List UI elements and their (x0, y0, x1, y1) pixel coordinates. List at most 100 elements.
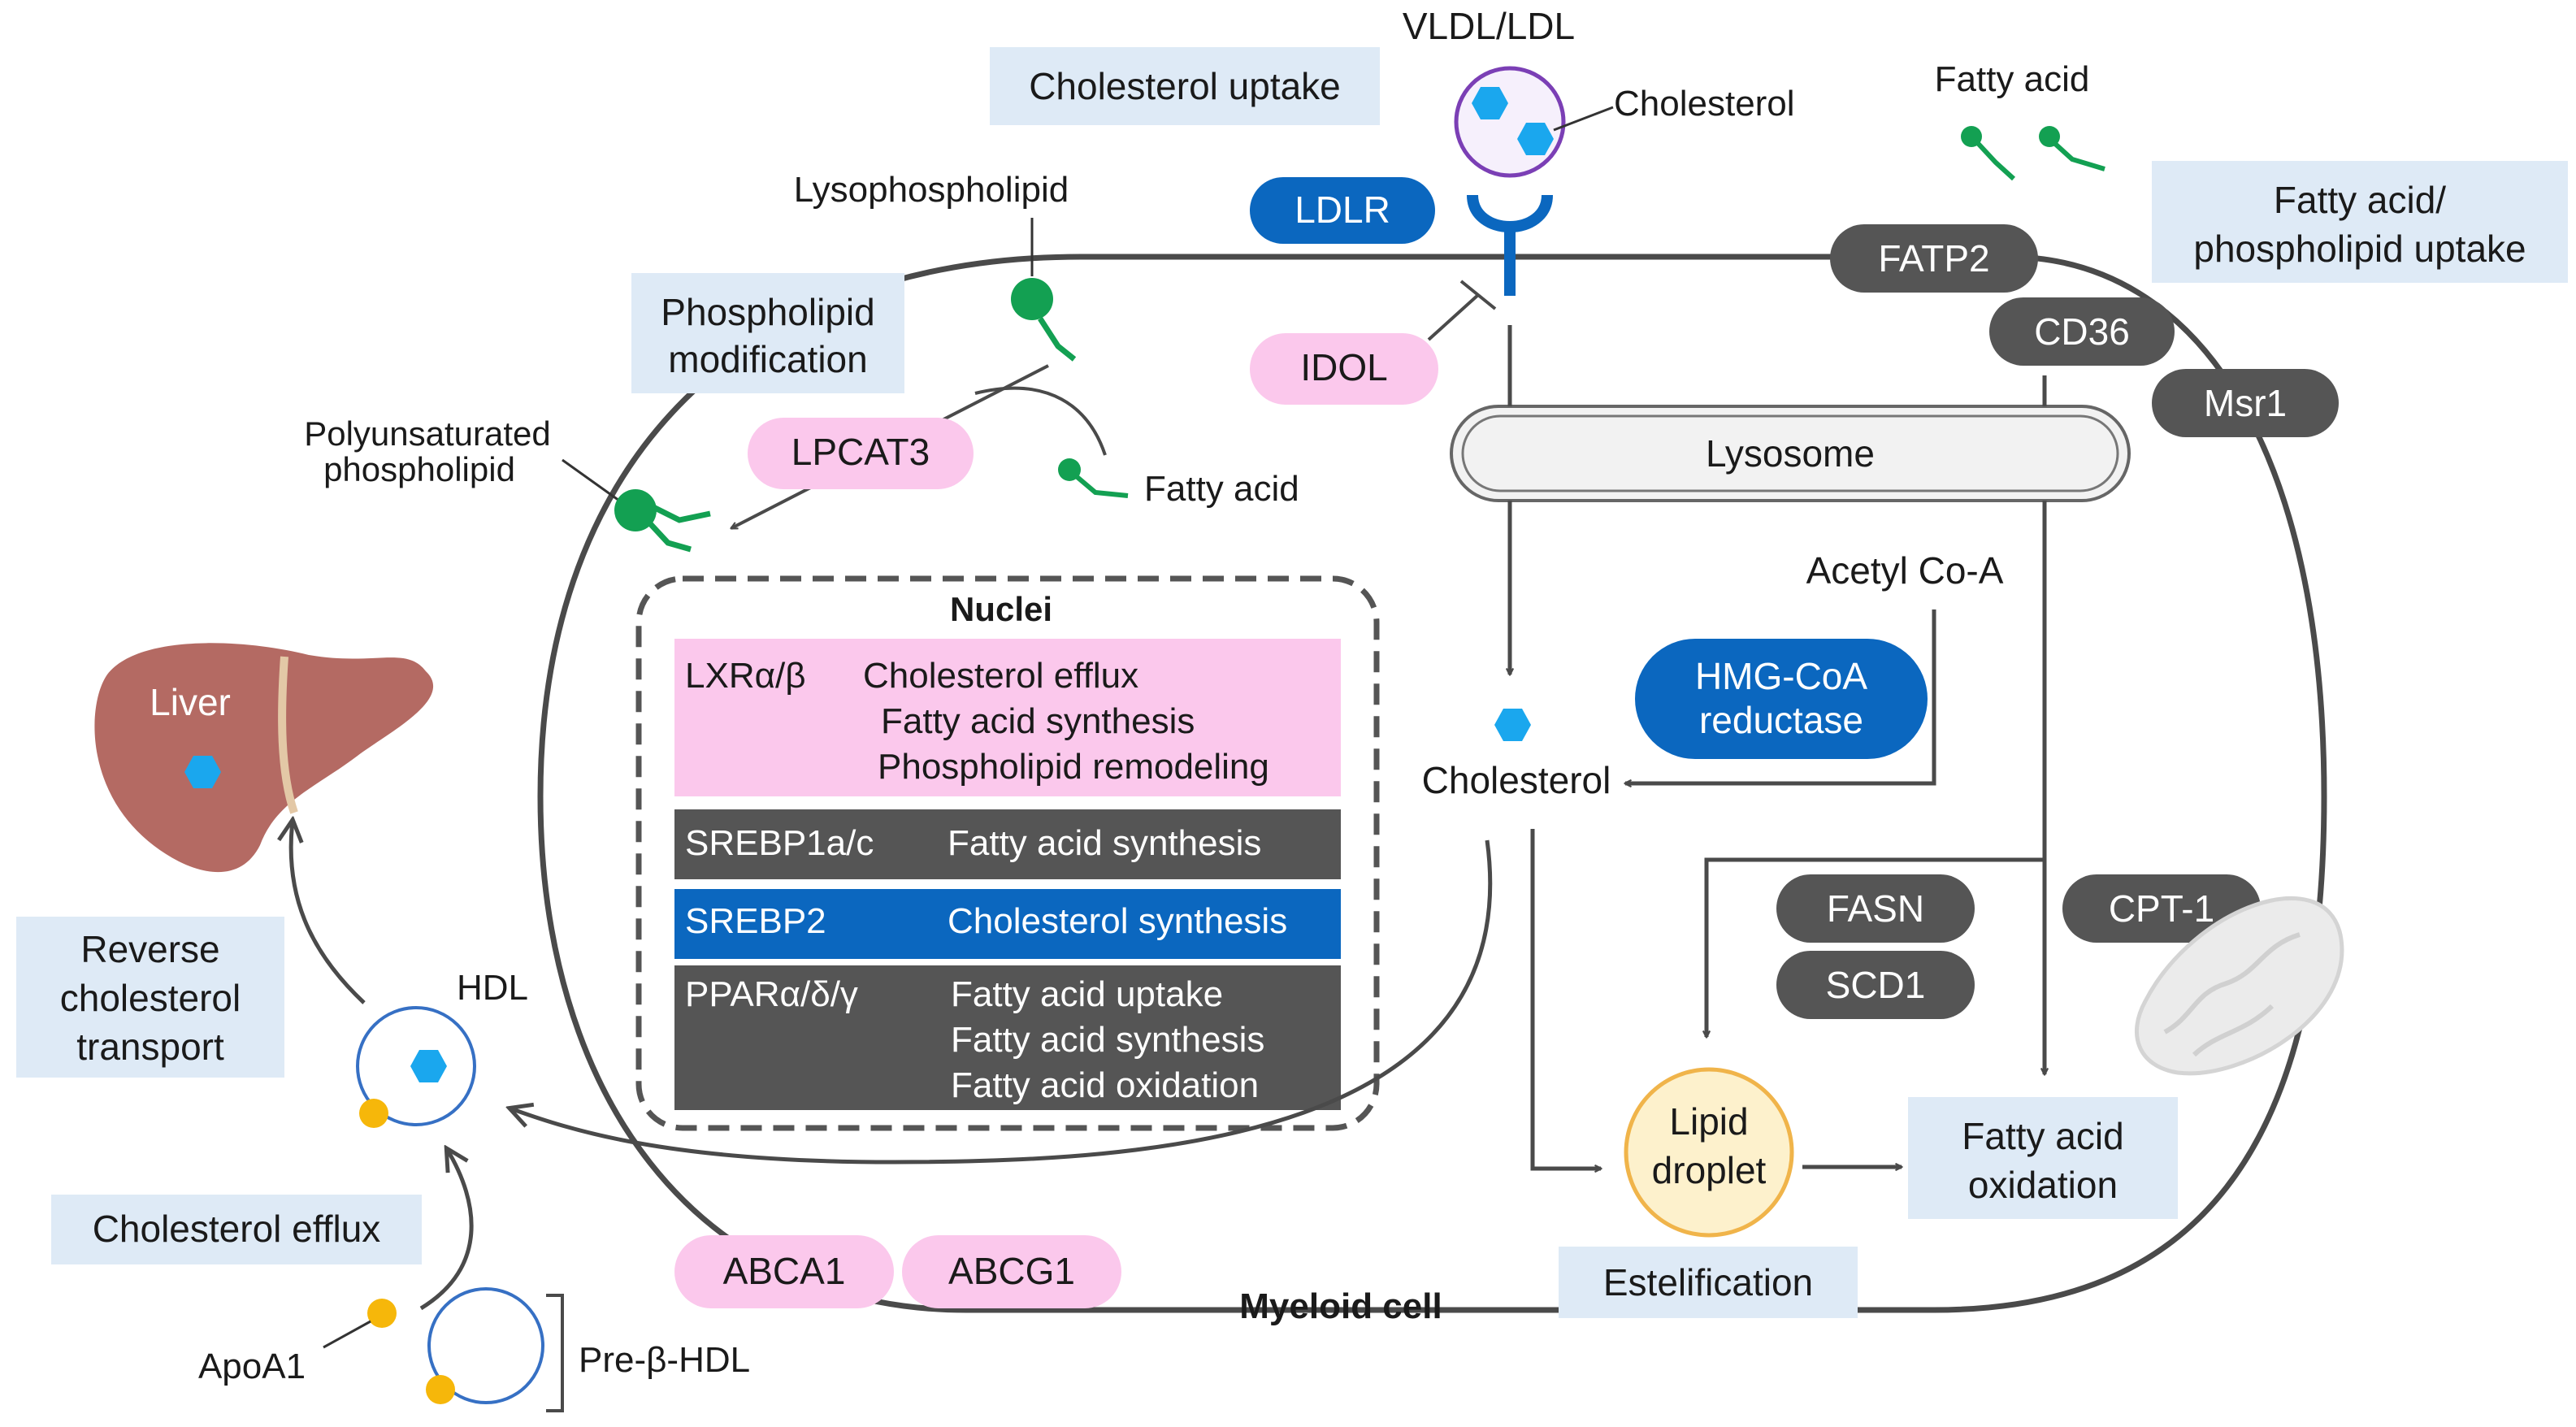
svg-text:CPT-1: CPT-1 (2109, 887, 2214, 930)
lpcat3-protein: LPCAT3 (748, 418, 974, 489)
hdl-label: HDL (457, 968, 528, 1008)
box-phospholipid-modification: Phospholipid modification (631, 273, 904, 393)
svg-text:SREBP1a/c: SREBP1a/c (685, 823, 874, 863)
svg-text:LDLR: LDLR (1295, 189, 1390, 231)
svg-text:reductase: reductase (1699, 699, 1863, 741)
pre-beta-hdl-particle (426, 1287, 544, 1404)
fatty-acid-mid-label: Fatty acid (1144, 469, 1299, 509)
apoa1-label: ApoA1 (198, 1347, 306, 1386)
pre-beta-hdl-label: Pre-β-HDL (579, 1340, 750, 1380)
prebeta-to-hdl-arrow (419, 1149, 474, 1311)
vldl-ldl-particle (1454, 66, 1566, 178)
svg-text:Cholesterol efflux: Cholesterol efflux (863, 656, 1138, 696)
liver-icon: Liver (94, 643, 434, 873)
svg-text:CD36: CD36 (2034, 310, 2130, 353)
svg-text:Fatty acid uptake: Fatty acid uptake (951, 974, 1223, 1014)
svg-text:droplet: droplet (1652, 1149, 1767, 1191)
svg-text:HMG-CoA: HMG-CoA (1695, 655, 1867, 697)
svg-text:oxidation: oxidation (1968, 1164, 2118, 1206)
myeloid-cell-label: Myeloid cell (1239, 1286, 1442, 1326)
cholesterol-top-label: Cholesterol (1614, 84, 1795, 124)
apoa1-free-icon (367, 1299, 397, 1328)
cholesterol-hexagon-icon (1517, 123, 1554, 155)
svg-text:Fatty acid synthesis: Fatty acid synthesis (881, 701, 1195, 741)
cholesterol-hexagon-icon (410, 1050, 447, 1082)
idol-protein: IDOL (1250, 333, 1438, 405)
hmg-coa-reductase-protein: HMG-CoA reductase (1635, 639, 1928, 759)
ldlr-protein: LDLR (1250, 177, 1435, 244)
mitochondrion-icon (2134, 896, 2344, 1076)
svg-text:transport: transport (76, 1026, 224, 1068)
fatty-acid-to-lipid-droplet-arrow (1706, 857, 2045, 1037)
svg-text:Estelification: Estelification (1603, 1261, 1813, 1303)
box-cholesterol-efflux: Cholesterol efflux (51, 1195, 422, 1264)
polyunsaturated-phospholipid-icon (614, 489, 711, 553)
lysophospholipid-label: Lysophospholipid (794, 170, 1069, 210)
acetyl-coa-label: Acetyl Co-A (1806, 549, 2004, 592)
cholesterol-hexagon-icon (1472, 87, 1508, 119)
svg-text:Fatty acid synthesis: Fatty acid synthesis (951, 1020, 1264, 1060)
hdl-to-liver-arrow (291, 821, 366, 1004)
svg-text:Cholesterol efflux: Cholesterol efflux (93, 1208, 381, 1250)
ppar-row: PPARα/δ/γ Fatty acid uptake Fatty acid s… (674, 965, 1341, 1110)
apoa1-icon (426, 1375, 455, 1404)
svg-text:Msr1: Msr1 (2204, 382, 2287, 424)
svg-text:cholesterol: cholesterol (60, 977, 241, 1019)
srebp1-row: SREBP1a/c Fatty acid synthesis (674, 809, 1341, 879)
svg-text:Fatty acid/: Fatty acid/ (2274, 179, 2446, 221)
cholesterol-mid-label: Cholesterol (1422, 759, 1611, 801)
svg-text:ABCA1: ABCA1 (723, 1250, 846, 1292)
svg-text:PPARα/δ/γ: PPARα/δ/γ (685, 974, 858, 1014)
box-fatty-acid-oxidation: Fatty acid oxidation (1908, 1097, 2178, 1219)
svg-text:LXRα/β: LXRα/β (685, 656, 806, 696)
msr1-protein: Msr1 (2152, 369, 2339, 437)
svg-text:LPCAT3: LPCAT3 (791, 431, 930, 473)
svg-text:Reverse: Reverse (80, 928, 219, 970)
svg-text:ABCG1: ABCG1 (948, 1250, 1075, 1292)
svg-text:Cholesterol uptake: Cholesterol uptake (1029, 65, 1341, 107)
svg-text:modification: modification (668, 338, 867, 380)
nuclei-region: Nuclei LXRα/β Cholesterol efflux Fatty a… (635, 575, 1380, 1131)
svg-text:SCD1: SCD1 (1826, 964, 1926, 1006)
box-fatty-acid-phospholipid-uptake: Fatty acid/ phospholipid uptake (2152, 161, 2568, 283)
svg-text:Fatty acid synthesis: Fatty acid synthesis (948, 823, 1261, 863)
fatty-acid-molecule-icon (1961, 126, 2016, 181)
svg-text:SREBP2: SREBP2 (685, 901, 826, 941)
vldl-ldl-label: VLDL/LDL (1403, 5, 1575, 47)
polyunsaturated-label: Polyunsaturated (304, 414, 551, 453)
svg-text:phospholipid uptake: phospholipid uptake (2193, 228, 2526, 270)
svg-text:Nuclei: Nuclei (950, 590, 1052, 628)
fatp2-protein: FATP2 (1830, 224, 2038, 293)
lipid-droplet: Lipid droplet (1624, 1067, 1794, 1238)
apoa1-icon (359, 1099, 388, 1128)
cholesterol-hexagon-icon (184, 756, 221, 788)
svg-text:Lipid: Lipid (1669, 1100, 1748, 1143)
box-reverse-cholesterol-transport: Reverse cholesterol transport (16, 917, 284, 1078)
svg-text:Fatty acid oxidation: Fatty acid oxidation (951, 1065, 1259, 1105)
svg-text:Lysosome: Lysosome (1706, 432, 1875, 475)
cholesterol-hexagon-icon (1494, 709, 1531, 741)
pre-beta-bracket (546, 1294, 564, 1412)
svg-text:Fatty acid: Fatty acid (1962, 1115, 2123, 1157)
svg-text:FATP2: FATP2 (1878, 237, 1989, 280)
box-estelification: Estelification (1559, 1247, 1858, 1318)
lysophospholipid-molecule-icon (1011, 278, 1077, 362)
cholesterol-to-hdl-curve (510, 839, 1493, 1165)
svg-text:Phospholipid remodeling: Phospholipid remodeling (878, 747, 1269, 787)
lysosome: Lysosome (1450, 405, 2131, 502)
svg-text:IDOL: IDOL (1300, 346, 1387, 388)
abca1-protein: ABCA1 (674, 1235, 894, 1308)
acetyl-coa-to-cholesterol-arrow (1625, 609, 1936, 783)
svg-text:FASN: FASN (1827, 887, 1924, 930)
svg-text:Phospholipid: Phospholipid (661, 291, 874, 333)
fatty-acid-top-label: Fatty acid (1935, 59, 2090, 99)
idol-inhibition-line (1427, 293, 1481, 341)
phospholipid-label: phospholipid (323, 450, 515, 488)
cd36-protein: CD36 (1989, 297, 2175, 366)
box-cholesterol-uptake: Cholesterol uptake (990, 47, 1380, 125)
abcg1-protein: ABCG1 (902, 1235, 1121, 1308)
lxr-row: LXRα/β Cholesterol efflux Fatty acid syn… (674, 639, 1341, 796)
svg-text:Cholesterol synthesis: Cholesterol synthesis (948, 901, 1287, 941)
fatty-acid-molecule-icon (2039, 126, 2105, 171)
